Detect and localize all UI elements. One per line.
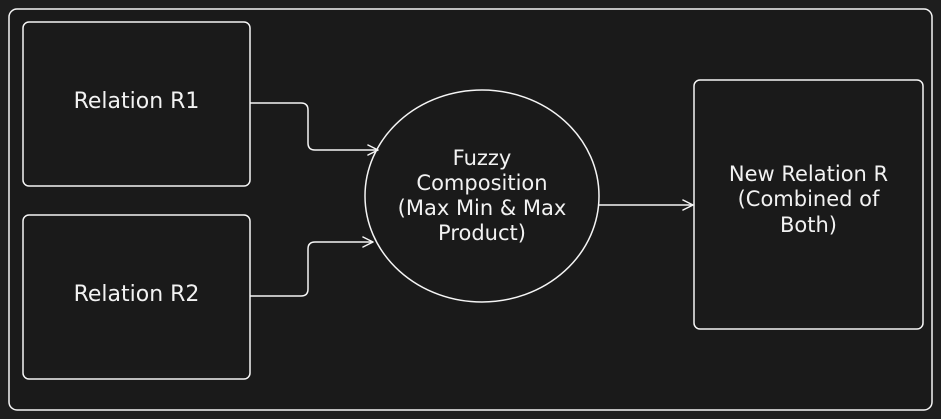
- composition-line-1: Fuzzy: [452, 145, 512, 170]
- new-relation-r-label: New Relation R (Combined of Both): [694, 80, 923, 320]
- new-relation-r-box[interactable]: [693, 79, 924, 330]
- relation-r1-box[interactable]: [22, 21, 251, 187]
- relation-r2-text: Relation R2: [73, 282, 200, 308]
- relation-r2-box[interactable]: [22, 214, 251, 380]
- composition-line-3: (Max Min & Max: [397, 196, 567, 220]
- composition-line-2: Composition: [416, 170, 548, 195]
- relation-r1-label: Relation R1: [23, 22, 250, 182]
- composition-line-4: Product): [438, 221, 526, 246]
- relation-r1-text: Relation R1: [73, 89, 200, 115]
- result-line-2: (Combined of: [737, 187, 880, 212]
- fuzzy-composition-label: Fuzzy Composition (Max Min & Max Product…: [370, 96, 594, 296]
- result-line-1: New Relation R: [728, 161, 889, 186]
- fuzzy-composition-circle[interactable]: [364, 89, 600, 303]
- arrow-r1-to-composition: [250, 102, 379, 156]
- result-line-3: Both): [780, 212, 837, 237]
- arrow-r2-to-composition: [250, 236, 374, 297]
- relation-r2-label: Relation R2: [23, 215, 250, 375]
